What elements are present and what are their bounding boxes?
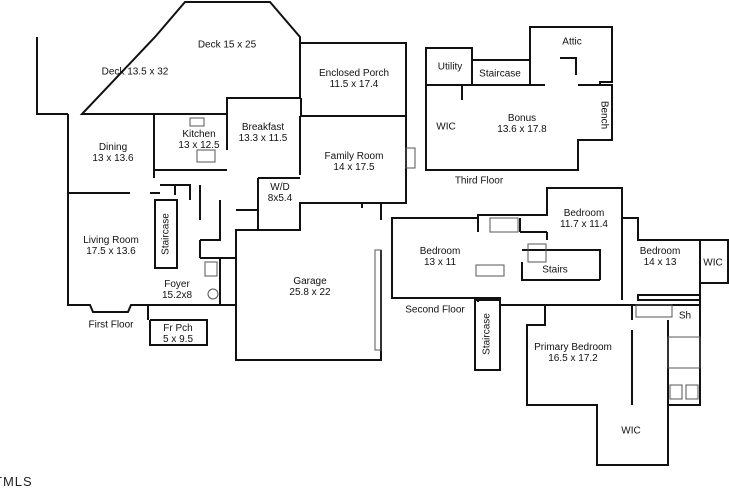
family-room-label: Family Room 14 x 17.5 bbox=[325, 151, 384, 173]
foyer-name: Foyer bbox=[164, 279, 190, 290]
primary-bedroom-dims: 16.5 x 17.2 bbox=[548, 353, 598, 364]
garage-door bbox=[374, 249, 382, 351]
bedroom-right-name: Bedroom bbox=[639, 246, 681, 257]
living-room-label: Living Room 17.5 x 13.6 bbox=[83, 235, 139, 257]
enclosed-porch-name: Enclosed Porch bbox=[318, 68, 390, 79]
dining-name: Dining bbox=[98, 142, 128, 153]
second-floor-outline bbox=[391, 187, 701, 466]
kitchen-counter bbox=[153, 160, 227, 220]
enclosed-porch-label: Enclosed Porch 11.5 x 17.4 bbox=[319, 68, 389, 90]
family-room-dims: 14 x 17.5 bbox=[333, 162, 375, 173]
wic-right-label: WIC bbox=[703, 257, 723, 269]
bedroom-right-label: Bedroom 14 x 13 bbox=[640, 246, 681, 268]
third-staircase-label: Staircase bbox=[479, 68, 521, 80]
breakfast-wall bbox=[226, 114, 301, 175]
breakfast-name: Breakfast bbox=[241, 122, 285, 133]
deck-small-label: Deck 13.5 x 32 bbox=[102, 67, 169, 78]
bedroom-top-label: Bedroom 11.7 x 11.4 bbox=[560, 208, 608, 230]
fr-pch bbox=[149, 319, 208, 346]
third-floor-inner bbox=[426, 57, 600, 100]
front-porch-label: Fr Pch 5 x 9.5 bbox=[163, 323, 193, 345]
third-floor-caption: Third Floor bbox=[454, 175, 504, 187]
breakfast-label: Breakfast 13.3 x 11.5 bbox=[239, 122, 288, 144]
kitchen-label: Kitchen 13 x 12.5 bbox=[178, 129, 219, 151]
fixtures bbox=[189, 117, 701, 400]
third-floor-outline bbox=[425, 26, 613, 171]
bedroom-left-label: Bedroom 13 x 11 bbox=[420, 246, 461, 268]
living-room-dims: 17.5 x 13.6 bbox=[86, 246, 136, 257]
bedroom-top-dims: 11.7 x 11.4 bbox=[560, 219, 608, 230]
primary-bedroom-name: Primary Bedroom bbox=[534, 342, 612, 353]
shower-label: Sh bbox=[678, 310, 692, 322]
front-porch-name: Fr Pch bbox=[163, 323, 193, 334]
bonus-name: Bonus bbox=[507, 113, 537, 124]
bedroom-right-dims: 14 x 13 bbox=[643, 257, 677, 268]
deck-outline bbox=[36, 0, 301, 115]
watermark: TMLS bbox=[0, 474, 33, 489]
primary-bedroom-label: Primary Bedroom 16.5 x 17.2 bbox=[534, 342, 612, 364]
toilet-icon-1 bbox=[204, 261, 218, 277]
bedroom-top-name: Bedroom bbox=[563, 208, 605, 219]
garage-label: Garage 25.8 x 22 bbox=[289, 276, 330, 298]
breakfast-dims: 13.3 x 11.5 bbox=[238, 133, 288, 144]
bedroom-left-dims: 13 x 11 bbox=[423, 257, 457, 268]
foyer-walls bbox=[199, 200, 236, 305]
tub-icon bbox=[667, 336, 701, 369]
dining-dims: 13 x 13.6 bbox=[92, 153, 134, 164]
bench-label: Bench bbox=[598, 100, 610, 130]
second-floor-caption: Second Floor bbox=[405, 304, 465, 316]
deck-small-name: Deck 13.5 x 32 bbox=[101, 66, 169, 78]
front-porch-dims: 5 x 9.5 bbox=[162, 334, 194, 345]
sink-icon-2 bbox=[475, 264, 505, 277]
fireplace-icon bbox=[405, 147, 416, 169]
attic-label: Attic bbox=[562, 36, 582, 48]
bonus-label: Bonus 13.6 x 17.8 bbox=[497, 113, 546, 135]
kitchen-top bbox=[127, 113, 155, 160]
wd-label: W/D 8x5.4 bbox=[268, 182, 292, 204]
cooktop-icon bbox=[196, 149, 216, 163]
house-perimeter bbox=[67, 114, 236, 320]
enclosed-porch-dims: 11.5 x 17.4 bbox=[329, 79, 379, 90]
third-wic-label: WIC bbox=[436, 121, 456, 133]
staircase-1-name: Staircase bbox=[160, 213, 172, 255]
second-staircase-label: Staircase bbox=[481, 313, 493, 355]
deck-large-label: Deck 15 x 25 bbox=[198, 40, 256, 51]
foyer-label: Foyer 15.2x8 bbox=[162, 279, 192, 301]
kitchen-dims: 13 x 12.5 bbox=[178, 140, 220, 151]
sink-icon-3 bbox=[635, 304, 673, 318]
stairs-label: Stairs bbox=[542, 264, 568, 276]
bath-icon-1 bbox=[489, 217, 519, 233]
living-room-name: Living Room bbox=[83, 235, 139, 246]
wd-name: W/D bbox=[270, 182, 290, 193]
vanity-icon bbox=[685, 384, 699, 400]
wic-bottom-label: WIC bbox=[621, 425, 641, 437]
deck-large-name: Deck 15 x 25 bbox=[197, 39, 257, 51]
sink-icon bbox=[189, 117, 205, 127]
staircase-box-2 bbox=[474, 299, 501, 371]
wd-dims: 8x5.4 bbox=[267, 193, 293, 204]
staircase-box-1 bbox=[154, 199, 178, 269]
bedroom-left-name: Bedroom bbox=[419, 246, 461, 257]
kitchen-name: Kitchen bbox=[182, 129, 216, 140]
stair-grid-icon bbox=[527, 243, 547, 263]
toilet-icon-2 bbox=[207, 288, 219, 300]
family-room-name: Family Room bbox=[324, 151, 384, 162]
bonus-dims: 13.6 x 17.8 bbox=[497, 124, 547, 135]
wd-walls bbox=[236, 177, 300, 230]
dining-label: Dining 13 x 13.6 bbox=[92, 142, 133, 164]
utility-label: Utility bbox=[437, 61, 463, 73]
foyer-dims: 15.2x8 bbox=[161, 290, 193, 301]
garage-name: Garage bbox=[293, 276, 327, 287]
first-floor-caption: First Floor bbox=[88, 319, 134, 331]
wic-right-box bbox=[700, 239, 729, 284]
garage-dims: 25.8 x 22 bbox=[289, 287, 331, 298]
toilet-icon-3 bbox=[669, 384, 683, 400]
staircase-1-label: Staircase bbox=[161, 213, 172, 255]
